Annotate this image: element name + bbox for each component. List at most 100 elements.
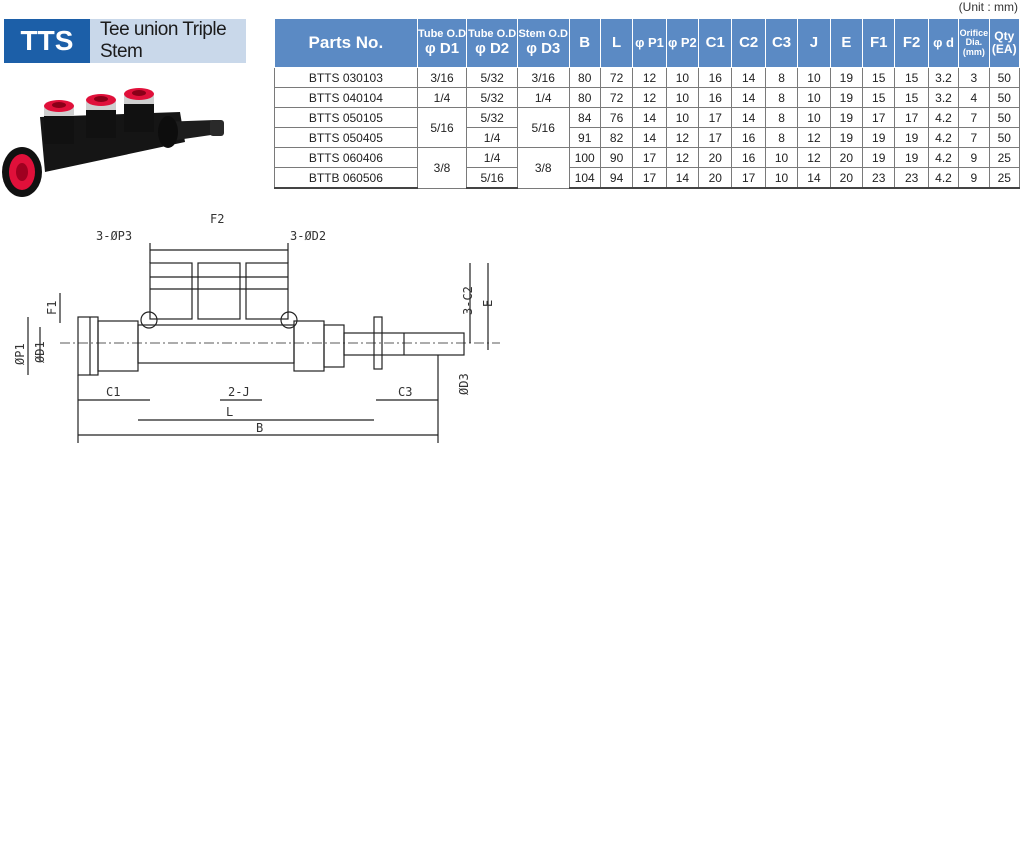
table-cell: 15 xyxy=(862,67,896,88)
table-cell: 12 xyxy=(665,127,700,148)
table-cell: 90 xyxy=(599,147,634,168)
table-cell: 19 xyxy=(862,147,896,168)
label-b: B xyxy=(256,421,263,435)
table-cell: 3/16 xyxy=(516,67,570,88)
table-cell: 17 xyxy=(632,147,667,168)
col-header-c1: C1 xyxy=(698,18,733,68)
table-cell: 12 xyxy=(632,87,667,108)
col-header-j: J xyxy=(797,18,831,68)
label-d1: ØD1 xyxy=(33,341,47,363)
table-cell: 50 xyxy=(988,127,1021,148)
table-cell: 15 xyxy=(894,87,929,108)
table-cell: 10 xyxy=(797,87,831,108)
table-cell: 80 xyxy=(568,67,601,88)
table-cell: 15 xyxy=(862,87,896,108)
col-header-orifice: Orifice Dia.(mm) xyxy=(958,18,990,68)
table-cell: 14 xyxy=(665,167,700,189)
label-l: L xyxy=(226,405,233,419)
table-cell: 1/4 xyxy=(416,87,468,108)
label-d3: ØD3 xyxy=(457,373,471,395)
col-header-l: L xyxy=(599,18,634,68)
table-cell: 1/4 xyxy=(516,87,570,108)
label-c2: 3-C2 xyxy=(461,286,475,315)
table-cell: 72 xyxy=(599,87,634,108)
table-cell: 10 xyxy=(764,167,799,189)
table-cell: 19 xyxy=(829,67,864,88)
table-cell: 9 xyxy=(958,167,990,189)
table-cell: 20 xyxy=(829,147,864,168)
top-ports xyxy=(44,88,154,144)
table-cell: 5/16 xyxy=(416,107,468,148)
table-cell: 82 xyxy=(599,127,634,148)
col-header-c2: C2 xyxy=(731,18,766,68)
label-f1: F1 xyxy=(45,301,59,315)
table-cell: 10 xyxy=(797,67,831,88)
table-cell: 14 xyxy=(632,127,667,148)
col-header-f2: F2 xyxy=(894,18,929,68)
table-cell: 16 xyxy=(731,127,766,148)
table-cell: 4.2 xyxy=(927,167,960,189)
table-cell: 19 xyxy=(894,127,929,148)
table-cell: 3/16 xyxy=(416,67,468,88)
table-cell: BTTB 060506 xyxy=(274,167,418,189)
table-cell: 14 xyxy=(731,87,766,108)
table-cell: 9 xyxy=(958,147,990,168)
unit-label: (Unit : mm) xyxy=(958,0,1018,14)
table-cell: 20 xyxy=(829,167,864,189)
table-cell: 91 xyxy=(568,127,601,148)
table-cell: 14 xyxy=(731,107,766,128)
table-cell: 19 xyxy=(829,107,864,128)
technical-drawing: F2 3-ØP3 3-ØD2 3-C2 E F1 ØP1 ØD1 ØD3 C1 … xyxy=(13,212,500,443)
table-cell: 50 xyxy=(988,67,1021,88)
table-cell: 17 xyxy=(731,167,766,189)
col-header-c3: C3 xyxy=(764,18,799,68)
table-cell: 19 xyxy=(894,147,929,168)
table-cell: 8 xyxy=(764,67,799,88)
col-header-b: B xyxy=(568,18,601,68)
table-cell: BTTS 030103 xyxy=(274,67,418,88)
dimension-labels: F2 3-ØP3 3-ØD2 3-C2 E F1 ØP1 ØD1 ØD3 C1 … xyxy=(13,212,495,435)
table-cell: 94 xyxy=(599,167,634,189)
label-j: 2-J xyxy=(228,385,250,399)
table-cell: 100 xyxy=(568,147,601,168)
table-cell: 3/8 xyxy=(416,147,468,189)
label-d2: 3-ØD2 xyxy=(290,229,326,243)
label-c1: C1 xyxy=(106,385,120,399)
table-cell: 12 xyxy=(797,147,831,168)
table-cell: 5/32 xyxy=(466,67,518,88)
label-c3: C3 xyxy=(398,385,412,399)
drawing-outline xyxy=(27,243,500,443)
table-cell: 14 xyxy=(731,67,766,88)
table-cell: 8 xyxy=(764,127,799,148)
table-cell: 17 xyxy=(862,107,896,128)
table-cell: 3.2 xyxy=(927,87,960,108)
table-cell: 16 xyxy=(698,67,733,88)
table-cell: 14 xyxy=(797,167,831,189)
table-cell: 17 xyxy=(894,107,929,128)
table-cell: 10 xyxy=(665,67,700,88)
table-cell: 7 xyxy=(958,127,990,148)
label-f2: F2 xyxy=(210,212,224,226)
table-cell: 72 xyxy=(599,67,634,88)
table-cell: 25 xyxy=(988,167,1021,189)
table-cell: 5/16 xyxy=(466,167,518,189)
product-photo xyxy=(2,88,224,197)
table-cell: 50 xyxy=(988,107,1021,128)
table-cell: 76 xyxy=(599,107,634,128)
table-cell: 5/16 xyxy=(516,107,570,148)
table-cell: 5/32 xyxy=(466,87,518,108)
col-header-p2: φ P2 xyxy=(665,18,700,68)
table-cell: 50 xyxy=(988,87,1021,108)
table-cell: 84 xyxy=(568,107,601,128)
table-cell: 20 xyxy=(698,147,733,168)
table-cell: 10 xyxy=(764,147,799,168)
table-cell: 16 xyxy=(698,87,733,108)
